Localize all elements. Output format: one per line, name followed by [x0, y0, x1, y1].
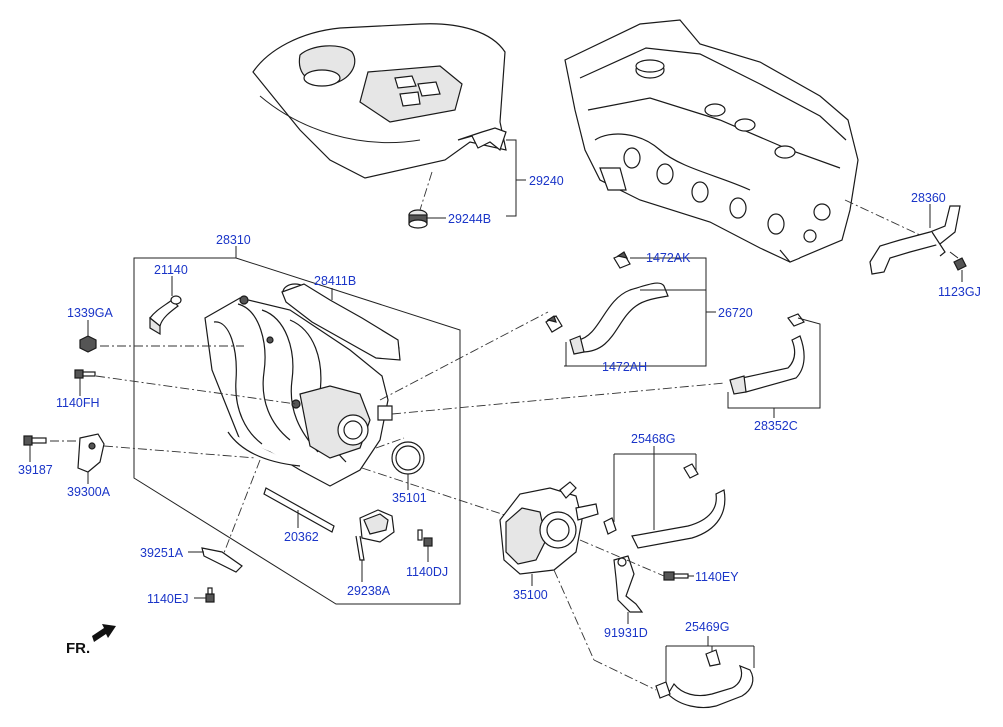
label-1123GJ[interactable]: 1123GJ [938, 285, 981, 299]
label-1472AH[interactable]: 1472AH [602, 360, 647, 374]
label-91931D[interactable]: 91931D [604, 626, 648, 640]
bolt-1140FH [74, 369, 96, 379]
label-28360[interactable]: 28360 [911, 191, 946, 205]
clamp-1472AK [613, 251, 631, 269]
label-25469G[interactable]: 25469G [685, 620, 729, 634]
label-39300A[interactable]: 39300A [67, 485, 111, 499]
label-1339GA[interactable]: 1339GA [67, 306, 114, 320]
bolt-1339GA [79, 335, 97, 353]
hose-28352C [729, 313, 805, 395]
label-35101[interactable]: 35101 [392, 491, 427, 505]
label-28352C[interactable]: 28352C [754, 419, 798, 433]
label-28411B[interactable]: 28411B [314, 274, 356, 288]
gasket-28411B [281, 283, 401, 361]
grommet-29244B [408, 209, 428, 229]
hose-21140 [149, 295, 182, 336]
bracket-28360 [869, 205, 961, 275]
bolt-1123GJ [949, 251, 967, 271]
label-1472AK[interactable]: 1472AK [646, 251, 691, 265]
front-arrow-icon [92, 624, 116, 642]
hose-25469G [655, 649, 754, 709]
engine-cover-29240 [252, 23, 507, 179]
label-29240[interactable]: 29240 [529, 174, 564, 188]
label-25468G[interactable]: 25468G [631, 432, 675, 446]
bolt-1140DJ [417, 529, 433, 547]
label-1140EJ[interactable]: 1140EJ [147, 592, 188, 606]
label-29238A[interactable]: 29238A [347, 584, 391, 598]
hose-26720 [569, 282, 669, 355]
label-1140EY[interactable]: 1140EY [695, 570, 739, 584]
label-39187[interactable]: 39187 [18, 463, 53, 477]
label-1140DJ[interactable]: 1140DJ [406, 565, 448, 579]
label-21140[interactable]: 21140 [154, 263, 188, 277]
sensor-39300A [77, 433, 105, 473]
label-29244B[interactable]: 29244B [448, 212, 491, 226]
label-39251A[interactable]: 39251A [140, 546, 184, 560]
throttle-body-35100 [499, 481, 599, 575]
rod-20362 [263, 487, 335, 533]
hose-25468G [603, 463, 726, 549]
clamp-1472AH [545, 315, 563, 333]
label-20362[interactable]: 20362 [284, 530, 319, 544]
bolt-39187 [23, 435, 47, 446]
front-direction-label: FR. [66, 640, 90, 657]
bracket-39251A [201, 547, 243, 573]
oring-35101 [391, 441, 425, 475]
intake-manifold-28310 [204, 295, 393, 487]
label-26720[interactable]: 26720 [718, 306, 753, 320]
bolt-1140EY [663, 571, 689, 581]
label-35100[interactable]: 35100 [513, 588, 548, 602]
actuator-29238A [355, 509, 395, 561]
label-1140FH[interactable]: 1140FH [56, 396, 100, 410]
bracket-91931D [613, 555, 644, 613]
label-28310[interactable]: 28310 [216, 233, 251, 247]
cylinder-head [564, 19, 859, 263]
bolt-1140EJ [205, 587, 215, 603]
